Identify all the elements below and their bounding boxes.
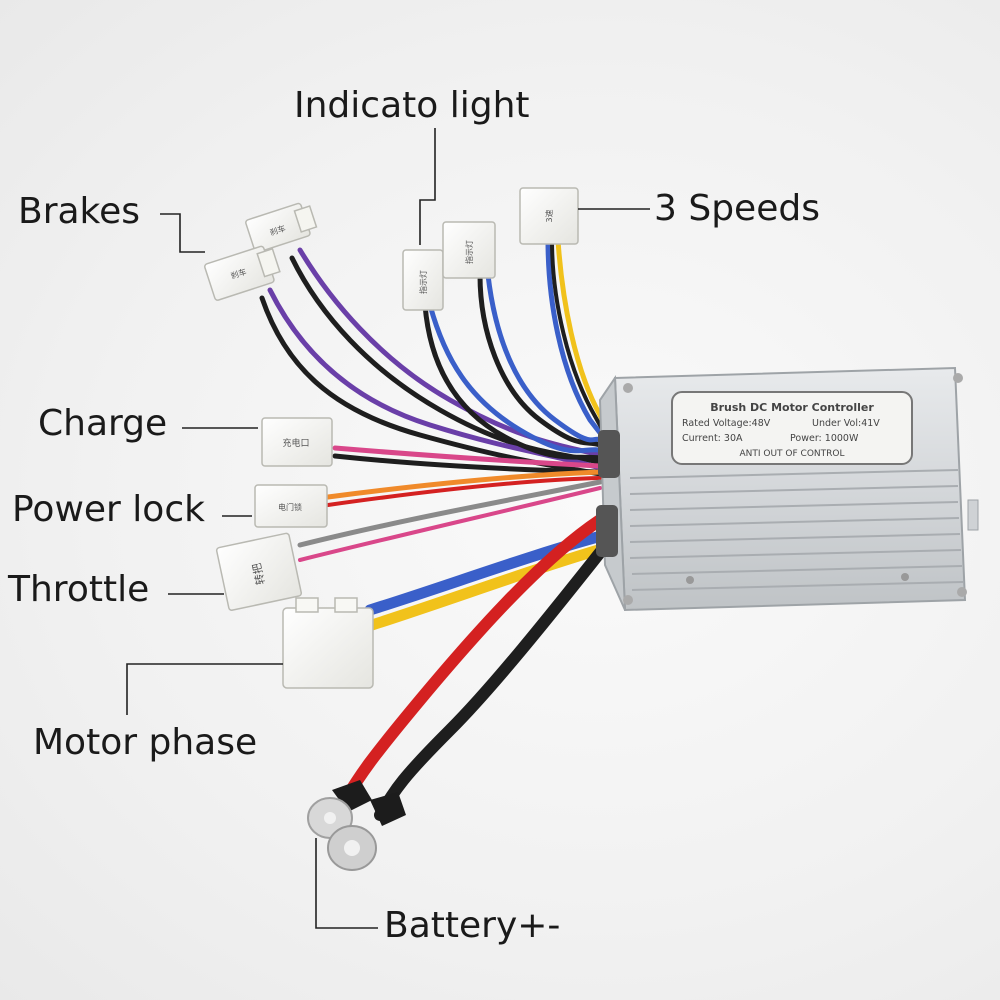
indicator-connector-right: 指示灯 [442,221,496,279]
powerlock-wire-orange [325,469,603,500]
wire-harness [259,237,616,821]
indicator-connector-left-text: 指示灯 [418,270,428,294]
indicator-callout-line [419,128,436,245]
brake-connector-bottom: 刹车 [204,245,281,301]
indicator-wire-blue [427,302,603,454]
label-brakes: Brakes [18,191,141,232]
charge-connector: 充电口 [261,417,333,467]
throttle-connector: 转把 [215,532,303,611]
indicator-connector-right-text: 指示灯 [464,240,474,264]
powerlock-connector-text: 电门锁 [278,502,302,512]
speeds-wire-blue [545,237,607,441]
label-throttle: Throttle [8,569,150,610]
nameplate: Brush DC Motor Controller Rated Voltage:… [671,391,913,465]
indicator-connector-left: 指示灯 [402,249,444,311]
nameplate-feature: ANTI OUT OF CONTROL [739,449,844,459]
label-3-speeds: 3 Speeds [654,188,820,229]
nameplate-title: Brush DC Motor Controller [710,401,874,414]
charge-wire-pink [332,445,603,469]
powerlock-connector: 电门锁 [254,484,328,528]
label-indicator-light: Indicato light [294,85,530,126]
brake-connector-bottom-text: 刹车 [229,266,247,280]
label-charge: Charge [38,403,168,444]
label-battery: Battery+- [384,905,561,946]
speeds-wire-black [550,238,609,440]
indicator-wire-blue-2 [485,272,605,443]
motor-wire-yellow [366,542,611,631]
battery-wire-black [374,534,616,821]
speeds-wire-yellow [555,237,613,441]
charge-connector-text: 充电口 [282,437,309,449]
callout-lines [126,128,650,929]
indicator-wire-black [422,302,603,461]
throttle-wire-gray [297,479,603,548]
speeds-connector-text: 3速 [545,209,554,222]
battery-wire-red [339,514,606,806]
label-power-lock: Power lock [12,489,205,530]
brakes-callout-line [160,213,205,253]
brake-connector-top-text: 刹车 [268,223,286,237]
nameplate-under-voltage: Under Vol:41V [812,418,880,429]
motorphase-callout-line [126,663,283,715]
indicator-wire-black-2 [477,272,603,448]
battery-callout-line [315,838,378,929]
nameplate-current: Current: 30A [682,433,743,444]
brake-top-wire-purple [297,247,603,458]
throttle-connector-text: 转把 [249,562,267,586]
throttle-wire-pink [298,486,602,562]
speeds-connector: 3速 [519,187,579,245]
powerlock-wire-red [326,476,602,507]
nameplate-power: Power: 1000W [790,433,859,444]
connectors: 刹车 刹车 指示灯 指示灯 3速 充电口 [204,187,579,689]
battery-terminals [307,780,406,871]
brake-connector-top: 刹车 [245,202,318,254]
motor-phase-connector [282,597,374,689]
nameplate-rated-voltage: Rated Voltage:48V [682,418,771,429]
label-motor-phase: Motor phase [33,722,258,763]
